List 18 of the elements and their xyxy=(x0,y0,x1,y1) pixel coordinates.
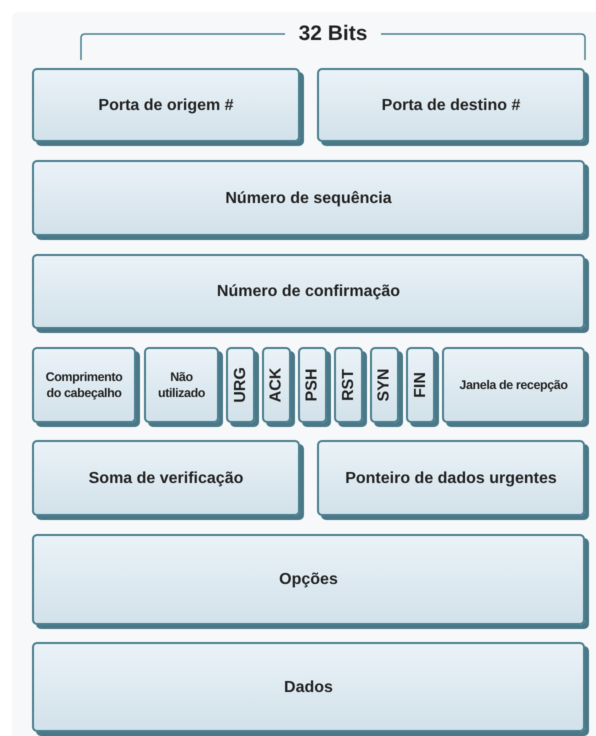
field-name: Soma de verificação xyxy=(88,468,244,488)
field-name: FIN xyxy=(410,372,430,398)
field-name: Opções xyxy=(279,570,338,589)
field-name: Janela de recepção xyxy=(459,377,568,393)
field-name: RST xyxy=(338,369,358,401)
field-name: URG xyxy=(230,367,250,403)
field-name: Dados xyxy=(284,678,333,696)
field-name: PSH xyxy=(302,368,322,402)
field-name: Número de sequência xyxy=(225,188,392,208)
field-name: Porta de origem # xyxy=(98,96,234,114)
field-name: Comprimento do cabeçalho xyxy=(44,369,124,401)
field-name: ACK xyxy=(266,368,286,402)
field-name: SYN xyxy=(374,368,394,402)
field-name: Ponteiro de dados urgentes xyxy=(345,468,557,488)
bit-width-label: 32 Bits xyxy=(298,21,368,47)
field-name: Porta de destino # xyxy=(382,96,520,114)
field-name: Não utilizado xyxy=(156,369,206,401)
field-name: Número de confirmação xyxy=(216,282,400,301)
